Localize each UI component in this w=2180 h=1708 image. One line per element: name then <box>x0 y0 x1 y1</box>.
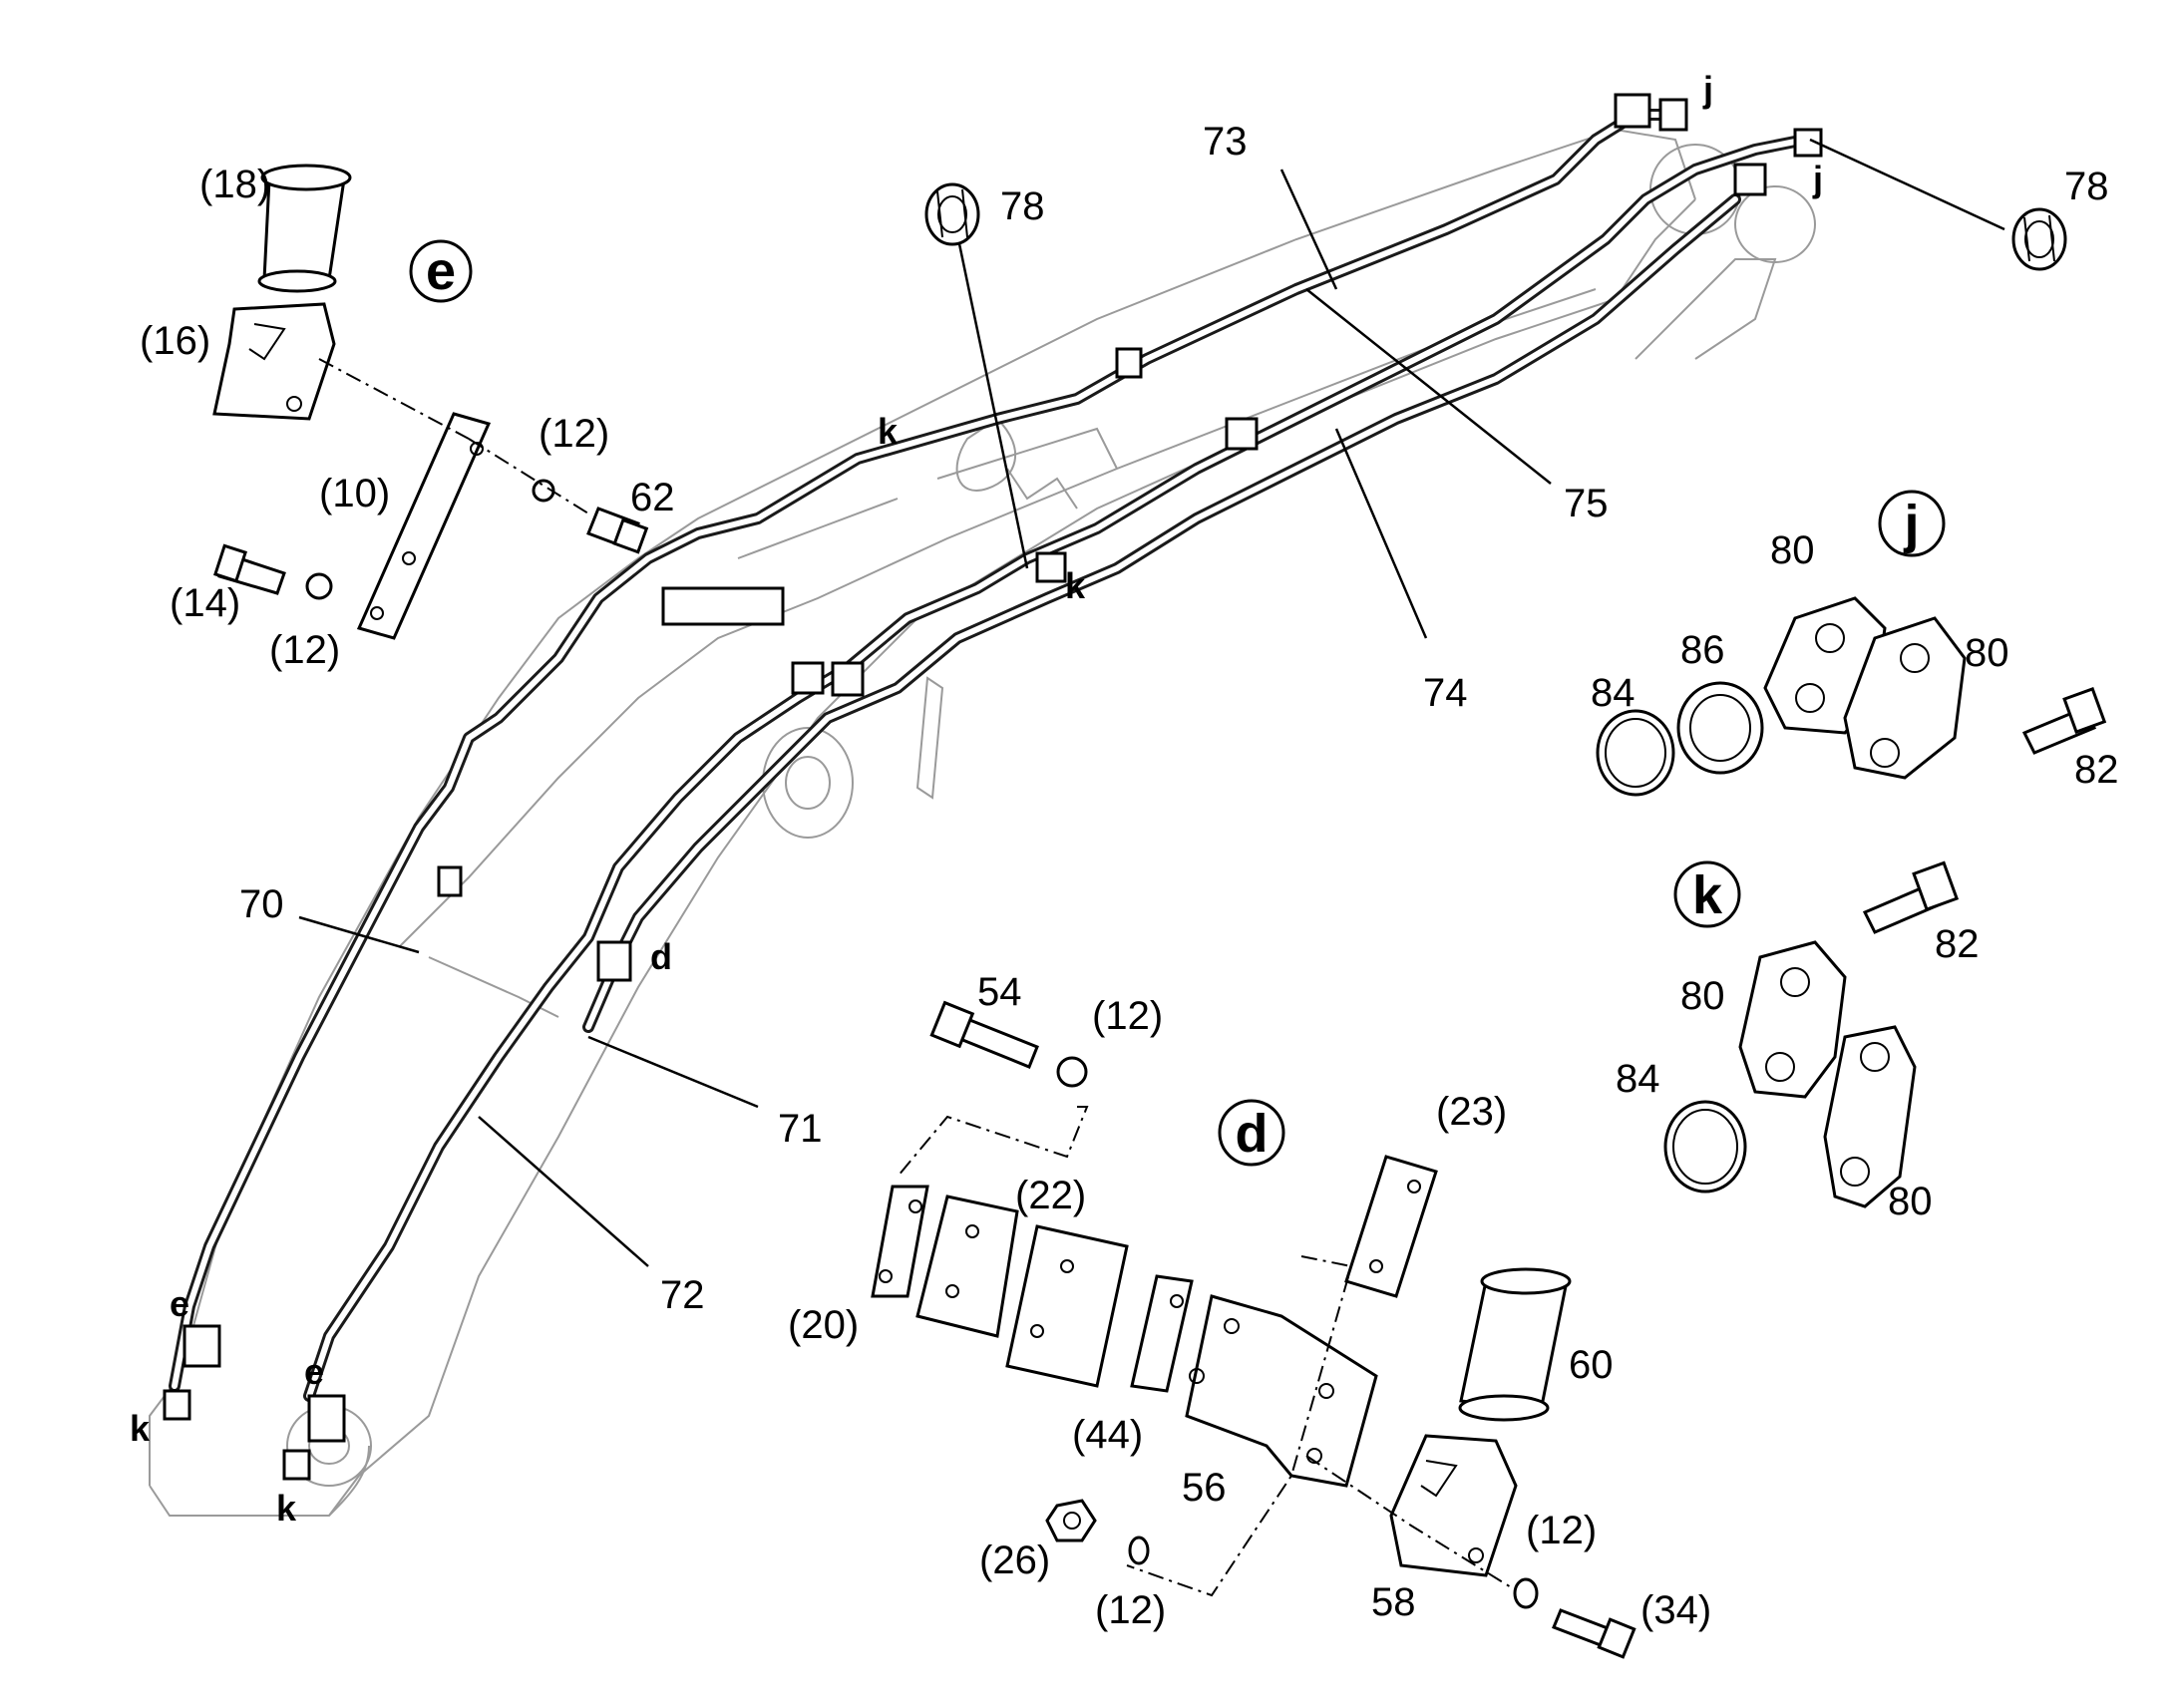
label-54: 54 <box>977 970 1022 1014</box>
part-labels: (18) (16) (10) (12) 62 (14) (12) 78 73 7… <box>140 120 2119 1632</box>
label-74: 74 <box>1423 671 1468 715</box>
svg-text:d: d <box>1236 1104 1269 1164</box>
label-80a: 80 <box>1770 528 1815 572</box>
sleeve-78-right <box>2011 207 2067 271</box>
sleeve-78-left <box>924 182 980 246</box>
label-34: (34) <box>1640 1588 1711 1632</box>
label-86: 86 <box>1680 628 1725 672</box>
label-10: (10) <box>319 472 390 515</box>
label-12d: (12) <box>1095 1588 1166 1632</box>
label-80d: 80 <box>1888 1180 1933 1223</box>
label-18: (18) <box>199 163 270 206</box>
svg-text:k: k <box>1692 865 1723 925</box>
label-16: (16) <box>140 319 210 363</box>
callout-k1: k <box>878 411 899 452</box>
label-84b: 84 <box>1616 1057 1660 1101</box>
label-75: 75 <box>1564 482 1609 525</box>
label-44: (44) <box>1072 1413 1143 1457</box>
main-leaders <box>298 138 2005 1267</box>
callout-j1: j <box>1702 69 1713 110</box>
pipe-clamps <box>163 93 1823 1481</box>
pipe-70 <box>169 109 1681 1392</box>
label-82b: 82 <box>1935 922 1980 966</box>
label-22: (22) <box>1015 1174 1086 1217</box>
callout-k3: k <box>130 1408 151 1449</box>
label-62: 62 <box>630 476 675 519</box>
pipe-74 <box>582 193 1741 1033</box>
label-12b: (12) <box>269 628 340 672</box>
label-23: (23) <box>1436 1090 1507 1134</box>
label-12a: (12) <box>539 412 609 456</box>
callout-j2: j <box>1812 159 1823 199</box>
detail-d-parts <box>871 1000 1636 1659</box>
svg-text:j: j <box>1903 495 1919 554</box>
callout-k4: k <box>276 1488 297 1529</box>
label-82a: 82 <box>2074 748 2119 792</box>
label-78b: 78 <box>2064 165 2109 208</box>
detail-j-parts <box>1596 596 2107 797</box>
label-70: 70 <box>239 882 284 926</box>
label-56: 56 <box>1182 1466 1227 1510</box>
label-84a: 84 <box>1591 671 1635 715</box>
label-60: 60 <box>1569 1343 1614 1387</box>
label-78a: 78 <box>1000 184 1045 228</box>
label-80c: 80 <box>1680 974 1725 1018</box>
pipe-72 <box>303 134 1811 1402</box>
label-58: 58 <box>1371 1580 1416 1624</box>
label-20: (20) <box>788 1303 859 1347</box>
callout-e2: e <box>304 1351 324 1392</box>
label-80b: 80 <box>1965 631 2009 675</box>
detail-k-parts <box>1663 860 1960 1208</box>
badge-d: d <box>1218 1099 1285 1167</box>
detail-e-parts <box>212 164 649 640</box>
callout-k2: k <box>1065 565 1086 606</box>
label-72: 72 <box>660 1273 705 1317</box>
badge-e: e <box>409 239 473 303</box>
callout-e1: e <box>170 1283 189 1324</box>
badge-k: k <box>1673 860 1741 928</box>
callout-d1: d <box>650 936 672 977</box>
label-12e: (12) <box>1526 1509 1597 1552</box>
label-26: (26) <box>979 1538 1050 1582</box>
label-71: 71 <box>778 1107 823 1151</box>
label-12c: (12) <box>1092 994 1163 1038</box>
label-73: 73 <box>1203 120 1248 164</box>
callout-letters: k k k k j j d e e <box>130 69 1823 1529</box>
svg-text:e: e <box>426 241 456 301</box>
badge-j: j <box>1878 490 1946 557</box>
label-14: (14) <box>170 581 240 625</box>
